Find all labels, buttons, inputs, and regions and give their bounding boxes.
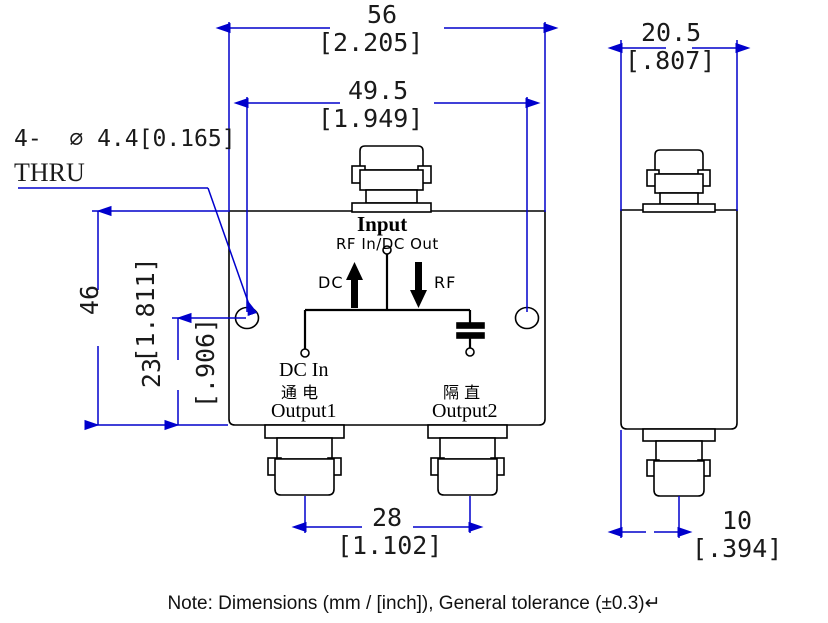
side-view-body [620, 209, 738, 430]
dim-hole-offset-inch: [.906] [191, 317, 220, 409]
dc-flow-arrow-icon [346, 262, 363, 308]
schematic-input-label: Input [357, 212, 408, 236]
dimension-overall-width [215, 22, 559, 212]
side-connector-top [642, 149, 716, 213]
connector-output2 [427, 424, 508, 496]
drawing-note: Note: Dimensions (mm / [inch]), General … [167, 593, 661, 614]
dim-side-width-inch: [.807] [625, 46, 716, 75]
rf-flow-arrow-icon [410, 262, 427, 308]
dimension-hole-spacing [233, 97, 541, 312]
hole-spec-line2: THRU [14, 158, 85, 187]
dimension-side-width [607, 40, 751, 211]
rf-arrow-label: RF [434, 273, 457, 292]
dc-arrow-label: DC [318, 273, 344, 292]
hole-spec-line1: 4- ⌀ 4.4[0.165] [14, 126, 236, 152]
dimension-overall-height [84, 205, 228, 431]
dim-overall-height-mm: 46 [75, 284, 104, 316]
output1-label: Output1 [271, 400, 337, 422]
output2-label: Output2 [432, 400, 498, 422]
connector-output1 [264, 424, 345, 496]
dim-output-spacing-inch: [1.102] [337, 531, 443, 560]
dc-in-label-cn: 通 电 [281, 383, 319, 402]
side-connector-bottom [642, 428, 716, 497]
dim-output-spacing-mm: 28 [372, 503, 403, 532]
dim-hole-spacing-mm: 49.5 [348, 76, 409, 105]
hole-callout-leader [18, 187, 258, 317]
dim-side-edge-offset-mm: 10 [722, 506, 753, 535]
front-view-body [228, 210, 546, 426]
capacitor-symbol [456, 322, 485, 339]
dim-hole-spacing-inch: [1.949] [318, 104, 424, 133]
dc-in-label: DC In [279, 359, 329, 381]
dimension-hole-offset [164, 312, 246, 431]
dc-block-label-cn: 隔 直 [443, 383, 481, 402]
dim-side-edge-offset-inch: [.394] [692, 534, 783, 563]
dimension-side-edge-offset [607, 430, 693, 538]
dimension-output-spacing [291, 496, 484, 533]
schematic-circuit [300, 245, 475, 358]
dim-side-width-mm: 20.5 [641, 18, 702, 47]
schematic-input-sublabel: RF In/DC Out [336, 235, 439, 253]
dim-overall-width-inch: [2.205] [318, 28, 424, 57]
dim-hole-offset-mm: 23 [137, 357, 166, 389]
connector-input [351, 145, 432, 213]
dim-overall-width-mm: 56 [367, 0, 398, 29]
